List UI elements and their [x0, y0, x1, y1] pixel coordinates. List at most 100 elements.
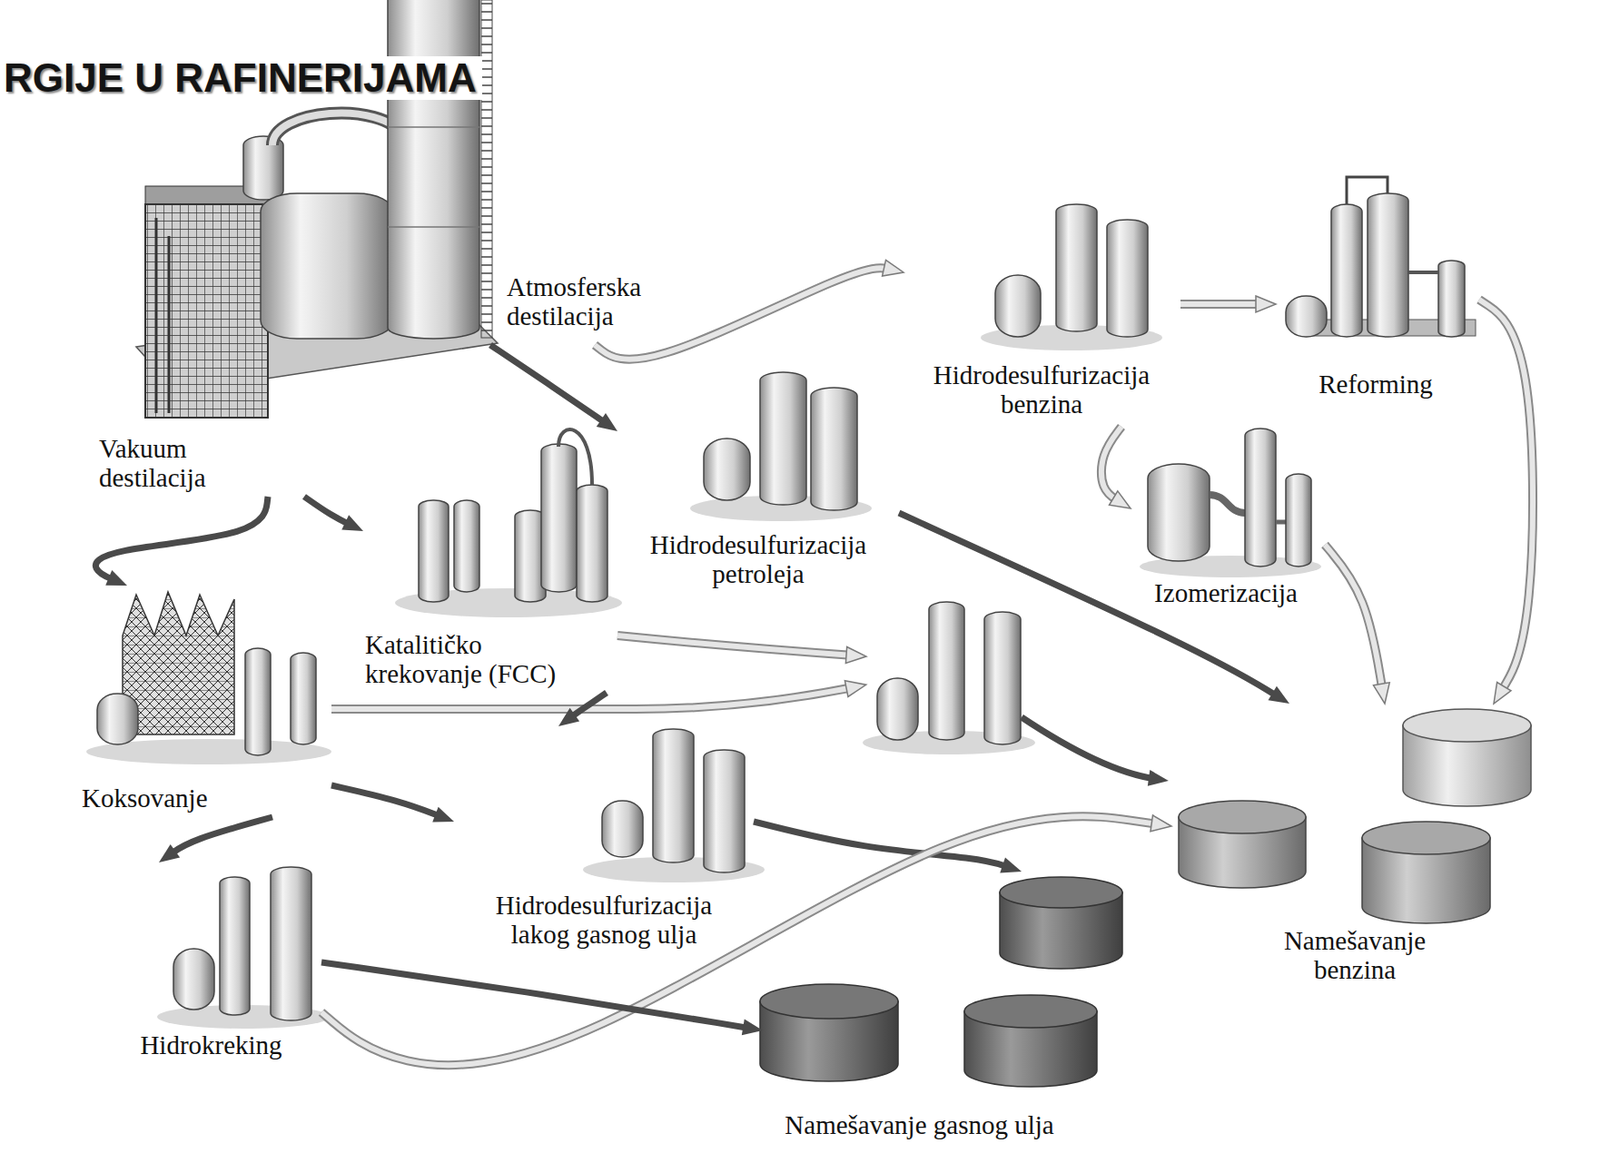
- flow-arrow: [1324, 544, 1383, 692]
- hds-gasoline-unit: [995, 275, 1041, 337]
- title-slot: RGIJE U RAFINERIJAMA: [1, 56, 483, 100]
- flow-line: [617, 635, 854, 656]
- flow-arrow: [95, 496, 268, 582]
- coking-unit: [97, 693, 139, 745]
- blending-tanks: Namešavanje gasnog ulja: [762, 871, 1131, 1145]
- flow-arrow: [753, 821, 1010, 869]
- flow-arrow: [1101, 426, 1122, 503]
- connector-group: [95, 267, 1533, 1066]
- flow-arrow: [321, 962, 751, 1029]
- isomerization-unit: [1209, 494, 1245, 514]
- flow-arrow: [321, 816, 1159, 1066]
- process-unit: Hidrokreking: [104, 862, 322, 1065]
- distillation-unit: [387, 0, 480, 339]
- hds-gasoil-unit: [582, 729, 765, 883]
- process-unit: Katalitičko krekovanje (FCC): [363, 435, 618, 693]
- process-unit: Koksovanje: [77, 585, 332, 818]
- reforming-unit: [1285, 296, 1327, 337]
- process-unit: Hidrodesulfurizacija benzina: [903, 199, 1181, 427]
- reforming-unit: [1438, 260, 1465, 337]
- process-unit: Reforming: [1275, 181, 1480, 405]
- flow-arrow: [304, 496, 352, 526]
- flow-arrow: [1324, 544, 1383, 692]
- distillation-unit: [272, 113, 405, 146]
- blending-tanks: Namešavanje benzina: [1171, 703, 1540, 989]
- flow-arrow: [1180, 299, 1264, 309]
- reforming-unit: [1285, 177, 1476, 337]
- hds-kerosene-unit: [760, 372, 807, 505]
- flow-arrow: [1324, 544, 1383, 692]
- distillation-unit: [145, 204, 268, 418]
- process-unit: Hidrodesulfurizacija lakog gasnog ulja: [454, 726, 754, 954]
- hydrocracking-unit: [173, 948, 215, 1010]
- hds-gasoil-unit: [602, 800, 643, 858]
- gasoline-tanks: [1178, 709, 1531, 924]
- unit-label: Hidrodesulfurizacija lakog gasnog ulja: [481, 890, 727, 950]
- unit-label: Atmosferska destilacija: [506, 272, 666, 332]
- flow-arrow: [304, 496, 352, 526]
- page-title: RGIJE U RAFINERIJAMA: [1, 56, 483, 100]
- hds-gasoline-unit: [1106, 219, 1148, 337]
- flow-arrow: [1180, 301, 1264, 307]
- hds-kerosene-unit: [690, 372, 872, 522]
- hds-gasoil-unit: [652, 729, 694, 863]
- hds-gasoil-unit: [703, 750, 745, 873]
- hydrocracking-unit: [219, 877, 250, 1016]
- unit-label: Hidrodesulfurizacija benzina: [918, 360, 1165, 420]
- coking-unit: [122, 592, 235, 735]
- flow-arrow: [1101, 426, 1122, 503]
- unit-label: Katalitičko krekovanje (FCC): [365, 630, 574, 690]
- isomerization-unit: [1275, 520, 1286, 525]
- reforming-unit: [1346, 177, 1388, 205]
- flow-arrow: [321, 962, 751, 1029]
- gasoline-tanks: [1178, 800, 1306, 834]
- flow-arrow: [568, 692, 607, 720]
- coking-unit: [290, 652, 317, 745]
- gasoil-tanks: [964, 995, 1097, 1028]
- isomerization-unit: [1139, 428, 1322, 578]
- treating-unit: [862, 602, 1036, 755]
- isomerization-unit: [1244, 428, 1276, 567]
- distillation-unit: [387, 127, 480, 228]
- distillation-unit: [243, 136, 284, 200]
- gasoil-tanks: [760, 984, 899, 1019]
- gasoline-tanks: [1362, 821, 1491, 855]
- unit-label: Vakuum destilacija: [98, 434, 236, 494]
- flow-arrow: [331, 785, 443, 818]
- isomerization-unit: [1147, 464, 1210, 562]
- distillation-unit: [260, 193, 394, 339]
- fcc-unit: [541, 444, 577, 593]
- unit-label: Reforming: [1275, 369, 1476, 399]
- unit-label: Namešavanje gasnog ulja: [762, 1110, 1077, 1140]
- flow-arrow: [1479, 299, 1533, 693]
- distillation-unit: [272, 113, 405, 146]
- flow-arrow: [168, 817, 273, 856]
- flow-line: [1021, 717, 1156, 780]
- process-unit: Vakuum destilacija: [95, 181, 359, 497]
- flow-arrow: [1180, 304, 1264, 306]
- hds-gasoline-unit: [980, 204, 1163, 351]
- flow-arrow: [490, 345, 607, 425]
- flow-arrow: [753, 821, 1010, 869]
- process-unit: Hidrodesulfurizacija petroleja: [617, 363, 899, 593]
- fcc-unit: [454, 500, 480, 593]
- unit-label: Koksovanje: [81, 783, 246, 813]
- flow-arrow: [568, 692, 607, 720]
- treating-unit: [928, 602, 965, 741]
- flow-arrow: [1479, 299, 1533, 693]
- fcc-unit: [558, 429, 593, 485]
- flow-arrow: [95, 496, 268, 582]
- gasoline-tanks: [1402, 709, 1531, 742]
- reforming-unit: [1367, 193, 1409, 337]
- reforming-unit: [1331, 204, 1363, 337]
- flow-arrow: [1101, 426, 1122, 503]
- flow-arrow: [321, 816, 1159, 1066]
- fcc-unit: [418, 500, 449, 603]
- unit-label: Namešavanje benzina: [1273, 926, 1437, 986]
- hydrocracking-unit: [157, 867, 330, 1029]
- distillation-unit: [481, 0, 493, 338]
- isomerization-unit: [1285, 474, 1312, 567]
- fcc-unit: [395, 429, 623, 618]
- hds-gasoline-unit: [1056, 204, 1097, 332]
